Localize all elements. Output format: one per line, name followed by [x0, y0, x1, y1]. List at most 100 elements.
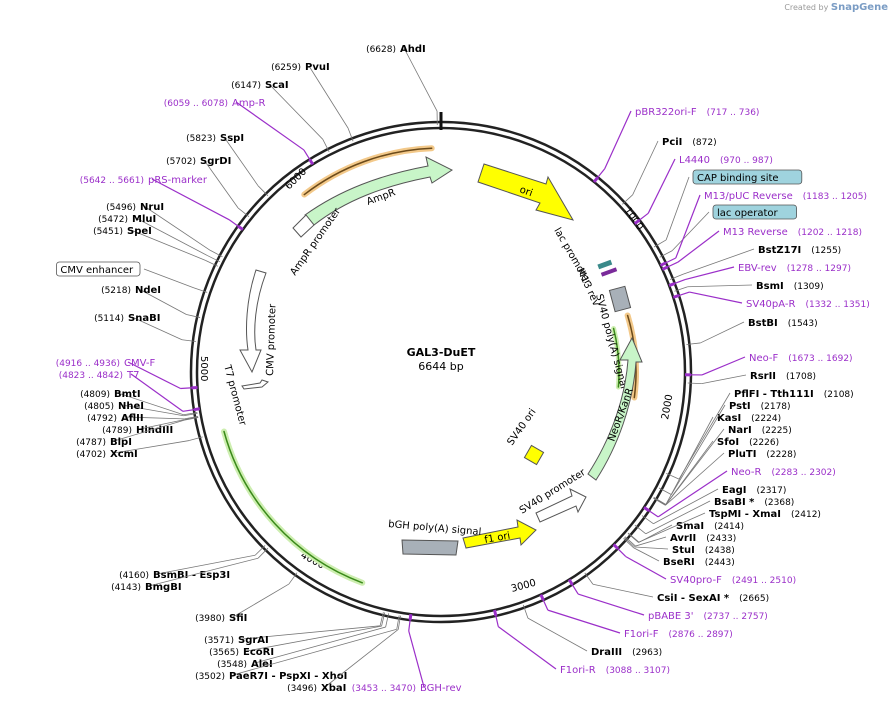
- site-leader-ext: [246, 625, 382, 652]
- site-position: (970 .. 987): [720, 156, 773, 166]
- site-position: (4789): [102, 426, 132, 436]
- site-pbabe-3-: pBABE 3'(2737 .. 2757): [567, 578, 768, 622]
- site-name: AleI: [251, 659, 273, 670]
- site-leader: [687, 382, 702, 384]
- feature-mark: [493, 609, 498, 617]
- site-box: [692, 169, 803, 185]
- site-leader: [237, 207, 250, 218]
- f1-ori-label: f1 ori: [484, 531, 512, 546]
- site-f1ori-r: F1ori-R(3088 .. 3107): [493, 609, 670, 676]
- site-name: T7: [126, 370, 139, 381]
- site-leader: [686, 342, 701, 345]
- site-leader-ext: [671, 404, 726, 495]
- site-leader-ext: [577, 593, 645, 616]
- site-xbai: XbaI(3496): [287, 615, 401, 694]
- site-t7: T7(4823 .. 4842): [59, 370, 201, 412]
- site-position: (5472): [98, 215, 128, 225]
- site-pvui: PvuI(6259): [271, 62, 354, 142]
- site-name: BGH-rev: [420, 683, 462, 694]
- site-leader: [397, 615, 401, 630]
- site-psti: PstI(2178): [658, 401, 791, 495]
- site-name: RsrII: [750, 371, 776, 382]
- site-name: CsiI - SexAI *: [657, 593, 730, 604]
- site-bsmbi: BsmBI - Esp3I(4160): [119, 545, 266, 581]
- site-name: lac operator: [717, 208, 778, 219]
- site-position: (5702): [166, 157, 196, 167]
- site-prs-marker: pRS-marker(5642 .. 5661): [80, 175, 244, 231]
- site-leader: [193, 287, 208, 293]
- site-name: CMV-F: [124, 358, 155, 369]
- site-leader-ext: [223, 136, 259, 187]
- sv40-ori-box: [523, 444, 545, 466]
- site-position: (2283 .. 2302): [772, 468, 836, 478]
- site-name: EagI: [722, 485, 746, 496]
- site-name: SnaBI: [128, 313, 160, 324]
- site-name: StuI: [672, 545, 695, 556]
- site-name: F1ori-F: [624, 629, 659, 640]
- site-leader-ext: [130, 373, 184, 412]
- site-spei: SpeI(5451): [93, 226, 218, 267]
- site-leader-ext: [634, 546, 669, 550]
- feature-mark: [567, 578, 574, 586]
- site-position: (2224): [751, 414, 781, 424]
- site-leader-ext: [232, 628, 397, 676]
- site-leader-ext: [671, 211, 710, 251]
- site-position: (3496): [287, 684, 317, 694]
- site-sv40pa-r: SV40pA-R(1332 .. 1351): [672, 291, 870, 310]
- site-cmv-enhancer: CMV enhancer: [56, 261, 208, 293]
- site-position: (4916 .. 4936): [56, 359, 120, 369]
- site-m13-reverse: M13 Reverse(1202 .. 1218): [661, 227, 862, 271]
- site-position: (1708): [786, 372, 816, 382]
- feature-arcs: [221, 145, 639, 586]
- site-labels: AhdI(6628)PvuI(6259)ScaI(6147)Amp-R(6059…: [56, 44, 870, 694]
- feature-mark: [592, 176, 599, 183]
- site-leader-ext: [156, 554, 256, 575]
- site-name: NruI: [140, 202, 164, 213]
- site-bsabi: BsaBI * (2368): [634, 497, 794, 535]
- site-leader-ext: [130, 229, 206, 261]
- site-leader-ext: [117, 392, 184, 416]
- feature-mark: [408, 613, 413, 621]
- m13-rev-mark: [600, 267, 618, 277]
- site-position: (5496): [106, 203, 136, 213]
- site-tspmi: TspMI - XmaI(2412): [628, 509, 821, 543]
- site-name: BsaBI *: [714, 497, 755, 508]
- site-leader: [666, 472, 680, 480]
- site-leader-ext: [678, 392, 731, 480]
- site-name: SgrDI: [200, 156, 231, 167]
- site-leader: [622, 194, 633, 205]
- site-leader-ext: [151, 178, 230, 221]
- site-box: [56, 261, 141, 277]
- site-leader-ext: [645, 500, 711, 535]
- site-leader: [653, 497, 667, 505]
- site-name: TspMI - XmaI: [709, 509, 781, 520]
- site-leader-ext: [143, 268, 195, 289]
- site-position: (2228): [766, 450, 796, 460]
- site-name: PstI: [729, 401, 751, 412]
- site-leader-ext: [625, 555, 667, 580]
- t7-promoter-label: T7 promoter: [221, 363, 248, 428]
- site-name: AflII: [121, 413, 144, 424]
- site-aflii: AflII(4792): [87, 413, 199, 424]
- site-position: (2368): [764, 498, 794, 508]
- site-name: Neo-F: [749, 353, 779, 364]
- cmv-insert-glow: [221, 428, 366, 586]
- site-name: BlpI: [110, 437, 132, 448]
- site-leader-ext: [203, 159, 239, 209]
- tick-2000: 2000: [660, 394, 675, 421]
- site-position: (3453 .. 3470): [352, 684, 416, 694]
- site-sv40pro-f: SV40pro-F(2491 .. 2510): [612, 543, 796, 586]
- site-name: AhdI: [400, 44, 426, 55]
- site-position: (2433): [706, 534, 736, 544]
- feature-mark: [672, 294, 680, 299]
- site-sgrdi: SgrDI (5702): [166, 156, 250, 218]
- site-bsmi: BsmI(1309): [674, 281, 824, 292]
- site-name: NheI: [118, 401, 144, 412]
- site-position: (2438): [705, 546, 735, 556]
- site-leader-ext: [592, 583, 654, 598]
- site-position: (5451): [93, 227, 123, 237]
- site-position: (1255): [811, 246, 841, 256]
- site-pbr322ori-f: pBR322ori-F(717 .. 736): [592, 107, 759, 183]
- site-leader-ext: [127, 361, 181, 390]
